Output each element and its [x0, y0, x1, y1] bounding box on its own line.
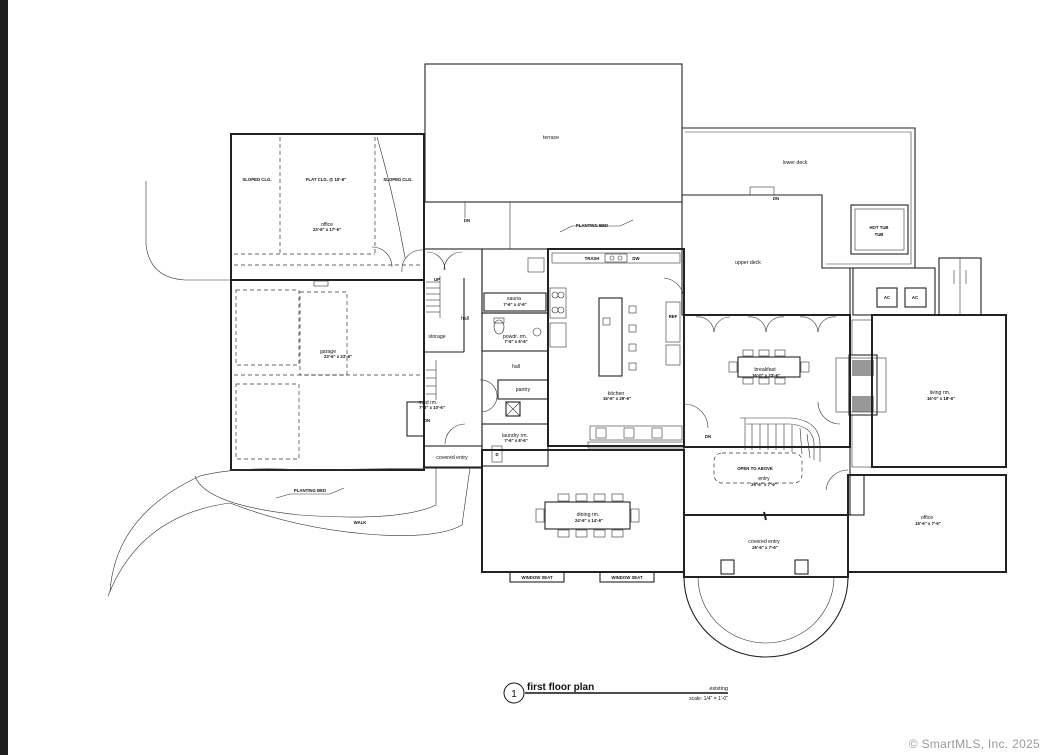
planting-bed-top: PLANTING BED [509, 201, 683, 250]
powder-dims: 7'-6" x 6'-6" [504, 339, 527, 344]
pantry-label: pantry [516, 387, 531, 393]
flat-clg-label: FLAT CLG. @ 10'-6" [306, 177, 346, 182]
upper-deck-label: upper deck [735, 260, 761, 266]
laundry-label: laundry rm. [502, 433, 528, 439]
hall-lower-label: hall [512, 364, 520, 370]
copyright-watermark: © SmartMLS, Inc. 2025 [908, 737, 1040, 751]
breakfast: breakfast 16'-0" x 23'-6" [683, 314, 851, 448]
stair-up-label: UP [434, 277, 440, 282]
living-dims: 16'-0" x 18'-6" [927, 396, 955, 401]
bath-core: sauna 7'-6" x 4'-6" powdr. rm. 7'-6" x 6… [481, 248, 549, 467]
sloped-clg-right-label: SLOPED CLG. [383, 177, 412, 182]
open-to-above-label: OPEN TO ABOVE [737, 466, 773, 471]
drawing-title: first floor plan [527, 682, 594, 693]
terrace-label: terrace [543, 135, 559, 141]
ac-unit-1-label: AC [884, 295, 890, 300]
dishwasher-label: DW [632, 256, 640, 261]
dining-room: dining rm. 24'-6" x 14'-6" WINDOW SEAT W… [481, 449, 685, 583]
entry-dims: 26'-6" x 7'-6" [751, 482, 777, 487]
trash-label: TRASH [585, 256, 600, 261]
office-right-dims: 15'-6" x 7'-6" [915, 521, 941, 526]
laundry-dryer-label: D [495, 452, 498, 457]
lower-deck: lower deck DN [682, 127, 916, 269]
window-seat-right-label: WINDOW SEAT [611, 575, 643, 580]
office-top-label: office [321, 222, 333, 228]
dining-label: dining rm. [577, 512, 600, 518]
ac-units: AC AC [852, 257, 982, 316]
mudroom-label: mud rm. [418, 400, 437, 406]
walk-label: WALK [354, 520, 368, 525]
covered-entry-left: covered entry [423, 445, 483, 469]
covered-entry-front-dims: 26'-6" x 7'-6" [752, 545, 778, 550]
powder-label: powdr. rm. [503, 334, 527, 340]
upper-deck: upper deck [681, 195, 851, 316]
planting-bed-top-label: PLANTING BED [576, 223, 608, 228]
terrace-dn-label: DN [464, 218, 470, 223]
ac-unit-2-label: AC [912, 295, 918, 300]
sauna-label: sauna [507, 296, 521, 302]
office-right: office 15'-6" x 7'-6" [847, 474, 1007, 573]
fireplace [835, 319, 887, 468]
mudroom-dims: 7'-6" x 10'-6" [419, 405, 445, 410]
covered-entry-left-label: covered entry [436, 455, 468, 461]
sauna-dims: 7'-6" x 4'-6" [503, 302, 526, 307]
planting-bed-bottom: PLANTING BED WALK [107, 467, 471, 597]
office-top-left: SLOPED CLG. FLAT CLG. @ 10'-6" SLOPED CL… [230, 133, 425, 281]
stair [426, 276, 441, 400]
drawing-status: existing [709, 686, 728, 692]
retaining-wall-left [145, 181, 231, 281]
deck-dn-label: DN [773, 196, 779, 201]
left-border-bar [0, 0, 8, 755]
garage-label: garage [320, 349, 336, 355]
kitchen: TRASH DW REF kitchen 16'-6" x 29'-6" [547, 248, 685, 449]
kitchen-label: kitchen [608, 391, 625, 397]
living-room: living rm. 16'-0" x 18'-6" [871, 314, 1007, 468]
office-right-label: office [921, 515, 933, 521]
lower-deck-label: lower deck [783, 160, 808, 166]
covered-entry-front-label: covered entry [748, 539, 780, 545]
window-seat-left-label: WINDOW SEAT [521, 575, 553, 580]
garage-dims: 23'-6" x 23'-6" [324, 354, 352, 359]
drawing-number: 1 [511, 689, 517, 700]
terrace: terrace DN [424, 63, 683, 223]
entry-label: entry [758, 476, 770, 482]
laundry-dims: 7'-6" x 8'-6" [504, 438, 527, 443]
storage-label: storage [428, 334, 445, 340]
entry-dn-label: DN [705, 434, 711, 439]
drawing-scale: scale: 1/4" = 1'-0" [689, 696, 728, 702]
office-top-dims: 23'-6" x 17'-6" [313, 227, 341, 232]
hall-upper-label: hall [461, 316, 469, 322]
front-covered-entry: covered entry 26'-6" x 7'-6" [683, 511, 849, 658]
hot-tub: HOT TUB TUB [850, 204, 909, 255]
breakfast-label: breakfast [754, 367, 776, 373]
breakfast-dims: 16'-0" x 23'-6" [752, 373, 780, 378]
title-block: 1 first floor plan existing scale: 1/4" … [503, 682, 728, 704]
ref-label: REF [669, 314, 678, 319]
mud-dn-label: DN [424, 418, 430, 423]
kitchen-dims: 16'-6" x 29'-6" [603, 396, 631, 401]
sloped-clg-left-label: SLOPED CLG. [242, 177, 271, 182]
service-wing: UP storage hall mud rm. 7'-6" x 10'-6" D… [401, 248, 498, 468]
entry-hall: DN OPEN TO ABOVE entry 26'-6" x 7'-6" [683, 401, 851, 516]
dining-dims: 24'-6" x 14'-6" [575, 518, 603, 523]
planting-bed-bottom-label: PLANTING BED [294, 488, 326, 493]
garage: garage 23'-6" x 23'-6" [230, 279, 425, 471]
hot-tub-label: HOT TUB [869, 225, 888, 230]
living-label: living rm. [930, 390, 951, 396]
svg-text:TUB: TUB [875, 232, 884, 237]
